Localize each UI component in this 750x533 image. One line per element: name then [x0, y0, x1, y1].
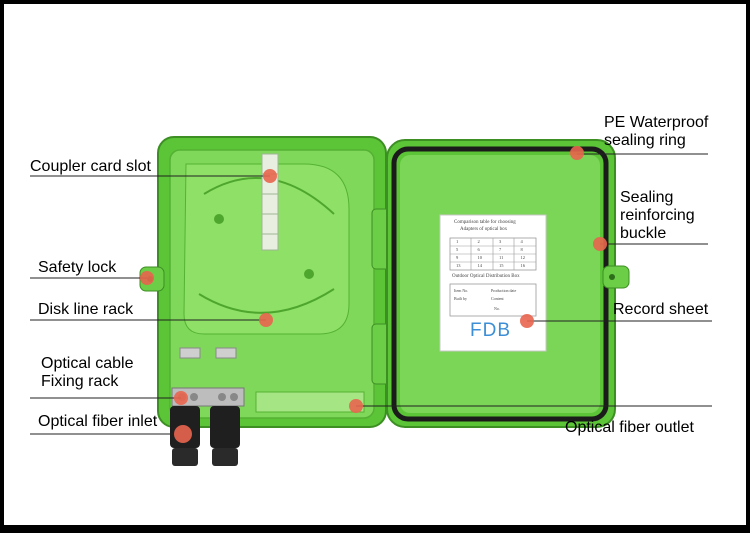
label-disk-line-rack: Disk line rack	[38, 301, 134, 318]
sheet-cell: 15	[499, 263, 504, 268]
sheet-cell: 13	[456, 263, 461, 268]
label-reinforcing: reinforcing	[620, 207, 695, 224]
marker-fixing-rack	[174, 391, 188, 405]
sheet-field-1: Item No.	[454, 288, 469, 293]
sheet-cell: 2	[477, 239, 480, 244]
marker-record-sheet	[520, 314, 534, 328]
sheet-title-line1: Comparison table for choosing	[454, 220, 516, 225]
sheet-field-4: Content	[491, 296, 504, 301]
label-sealing: Sealing	[620, 189, 674, 206]
sheet-cell: 5	[456, 247, 459, 252]
sheet-cell: 14	[477, 263, 483, 268]
label-buckle: buckle	[620, 225, 667, 242]
sheet-cell: 10	[477, 255, 483, 260]
sheet-cell: 3	[499, 239, 502, 244]
label-coupler-card-slot: Coupler card slot	[30, 158, 151, 175]
product-diagram: Comparison table for choosing Adapters o…	[4, 4, 746, 525]
sheet-cell: 4	[520, 239, 523, 244]
box-cover	[386, 139, 630, 428]
sheet-cell: 7	[499, 247, 502, 252]
sheet-title-line2: Adapters of optical box	[460, 227, 508, 232]
label-sealing-ring: sealing ring	[604, 132, 686, 149]
sheet-cell: 9	[456, 255, 459, 260]
marker-coupler-card-slot	[263, 169, 277, 183]
label-fixing-rack: Fixing rack	[41, 373, 119, 390]
sheet-cell: 1	[456, 239, 459, 244]
label-optical-fiber-inlet: Optical fiber inlet	[38, 413, 158, 430]
fiber-distribution-box-illustration	[30, 136, 712, 466]
callout-markers	[140, 146, 607, 443]
sheet-field-3: Built by	[454, 296, 468, 301]
sheet-field-2: Production date	[491, 288, 517, 293]
sheet-subtitle: Outdoor Optical Distribution Box	[452, 274, 520, 279]
label-optical-fiber-outlet: Optical fiber outlet	[565, 419, 694, 436]
sheet-brand: FDB	[470, 320, 511, 341]
sheet-cell: 16	[520, 263, 526, 268]
leader-lines	[30, 153, 712, 435]
sheet-field-5: No.	[494, 306, 500, 311]
marker-pe-ring	[570, 146, 584, 160]
marker-fiber-outlet	[349, 399, 363, 413]
label-safety-lock: Safety lock	[38, 259, 117, 276]
label-optical-cable: Optical cable	[41, 355, 134, 372]
sheet-cell: 12	[520, 255, 526, 260]
marker-fiber-inlet	[174, 425, 192, 443]
sheet-cell: 11	[499, 255, 504, 260]
sheet-cell: 6	[477, 247, 480, 252]
label-pe-waterproof: PE Waterproof	[604, 114, 709, 131]
box-base	[139, 136, 393, 466]
sheet-cell: 8	[520, 247, 523, 252]
label-record-sheet: Record sheet	[613, 301, 709, 318]
marker-safety-lock	[140, 271, 154, 285]
marker-disk-line-rack	[259, 313, 273, 327]
marker-sealing-buckle	[593, 237, 607, 251]
